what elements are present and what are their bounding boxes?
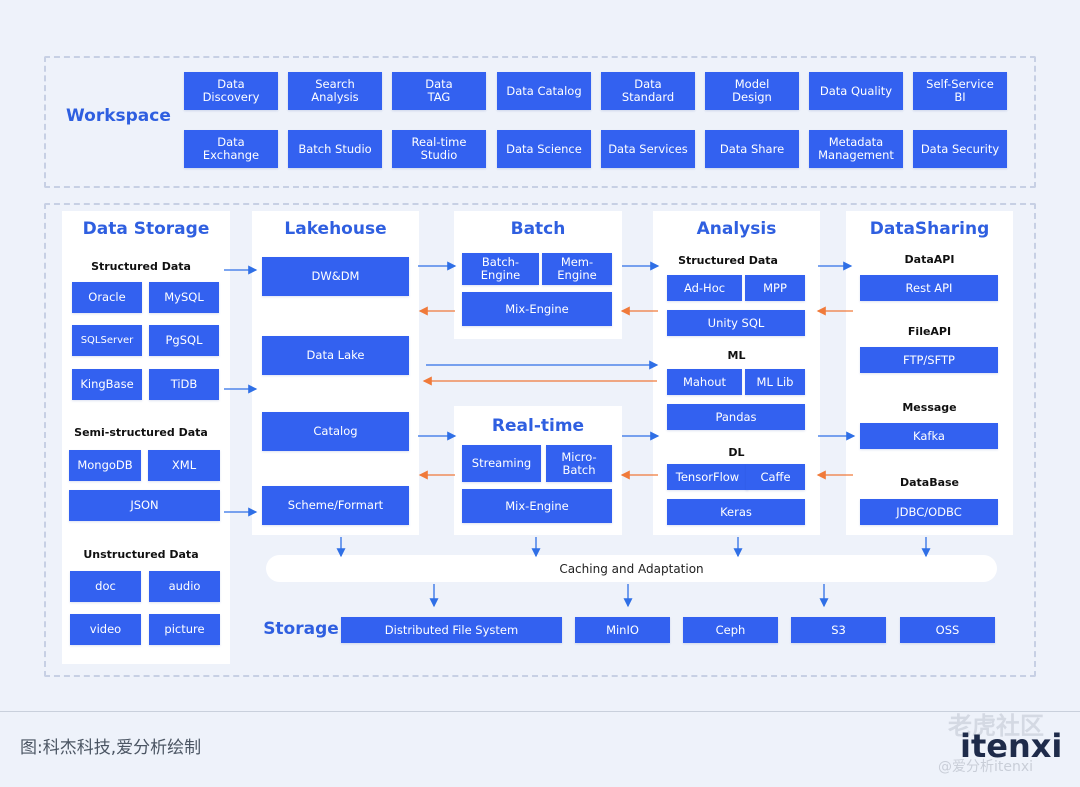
dw-dm-box: DW&DM xyxy=(262,257,409,296)
watermark-line3: @爱分析itenxi xyxy=(938,759,1034,775)
audio-box: audio xyxy=(149,571,220,602)
scheme-formart-box: Scheme/Formart xyxy=(262,486,409,525)
minio-box: MinIO xyxy=(575,617,670,643)
tidb-box: TiDB xyxy=(149,369,219,400)
pgsql-box: PgSQL xyxy=(149,325,219,356)
workspace-item-row2-0: Data Exchange xyxy=(184,130,278,168)
jdbc-odbc-box: JDBC/ODBC xyxy=(860,499,998,525)
footer-divider xyxy=(0,711,1080,712)
caffe-box: Caffe xyxy=(746,464,805,490)
batch-mix-engine-box: Mix-Engine xyxy=(462,292,612,326)
lakehouse-title: Lakehouse xyxy=(284,219,387,239)
message-label: Message xyxy=(902,401,957,414)
workspace-item-row1-0: Data Discovery xyxy=(184,72,278,110)
catalog-box: Catalog xyxy=(262,412,409,451)
analysis-title: Analysis xyxy=(696,219,777,239)
dl-label: DL xyxy=(728,446,745,459)
realtime-title: Real-time xyxy=(491,416,585,436)
workspace-item-row2-4: Data Services xyxy=(601,130,695,168)
distributed-fs-box: Distributed File System xyxy=(341,617,562,643)
workspace-item-row2-6: Metadata Management xyxy=(809,130,903,168)
mem-engine-box: Mem- Engine xyxy=(542,253,612,285)
workspace-item-row2-7: Data Security xyxy=(913,130,1007,168)
ml-label: ML xyxy=(727,349,746,362)
batch-engine-box: Batch- Engine xyxy=(462,253,539,285)
watermark-line1: 老虎社区 xyxy=(948,712,1044,740)
workspace-item-row1-5: Model Design xyxy=(705,72,799,110)
fileapi-label: FileAPI xyxy=(907,325,952,338)
workspace-item-row1-2: Data TAG xyxy=(392,72,486,110)
tensorflow-box: TensorFlow xyxy=(667,464,748,490)
workspace-item-row2-1: Batch Studio xyxy=(288,130,382,168)
doc-box: doc xyxy=(70,571,141,602)
datasharing-title: DataSharing xyxy=(869,219,990,239)
workspace-item-row2-5: Data Share xyxy=(705,130,799,168)
rest-api-box: Rest API xyxy=(860,275,998,301)
watermark-line2: itenxi xyxy=(960,727,1063,765)
batch-title: Batch xyxy=(510,219,566,239)
mahout-box: Mahout xyxy=(667,369,742,395)
json-box: JSON xyxy=(69,490,220,521)
workspace-item-row1-6: Data Quality xyxy=(809,72,903,110)
oss-box: OSS xyxy=(900,617,995,643)
data-storage-title: Data Storage xyxy=(82,219,210,239)
footer-caption: 图:科杰科技,爱分析绘制 xyxy=(20,738,202,758)
streaming-box: Streaming xyxy=(462,445,541,482)
semi-structured-label: Semi-structured Data xyxy=(74,426,208,439)
ad-hoc-box: Ad-Hoc xyxy=(667,275,742,301)
data-lake-box: Data Lake xyxy=(262,336,409,375)
micro-batch-box: Micro- Batch xyxy=(546,445,612,482)
datasharing-panel xyxy=(846,211,1013,535)
realtime-mix-engine-box: Mix-Engine xyxy=(462,489,612,523)
kafka-box: Kafka xyxy=(860,423,998,449)
unity-sql-box: Unity SQL xyxy=(667,310,805,336)
workspace-item-row1-4: Data Standard xyxy=(601,72,695,110)
workspace-item-row1-3: Data Catalog xyxy=(497,72,591,110)
mpp-box: MPP xyxy=(745,275,805,301)
pandas-box: Pandas xyxy=(667,404,805,430)
ceph-box: Ceph xyxy=(683,617,778,643)
mongodb-box: MongoDB xyxy=(69,450,141,481)
oracle-box: Oracle xyxy=(72,282,142,313)
dataapi-label: DataAPI xyxy=(904,253,955,266)
storage-row-label: Storage xyxy=(263,619,339,639)
s3-box: S3 xyxy=(791,617,886,643)
analysis-structured-label: Structured Data xyxy=(678,254,778,267)
architecture-frame xyxy=(44,203,1036,677)
mysql-box: MySQL xyxy=(149,282,219,313)
workspace-item-row1-7: Self-Service BI xyxy=(913,72,1007,110)
picture-box: picture xyxy=(149,614,220,645)
sqlserver-box: SQLServer xyxy=(72,325,142,356)
video-box: video xyxy=(70,614,141,645)
workspace-label: Workspace xyxy=(66,106,171,126)
ml-lib-box: ML Lib xyxy=(745,369,805,395)
kingbase-box: KingBase xyxy=(72,369,142,400)
workspace-item-row1-1: Search Analysis xyxy=(288,72,382,110)
workspace-frame xyxy=(44,56,1036,188)
keras-box: Keras xyxy=(667,499,805,525)
workspace-item-row2-3: Data Science xyxy=(497,130,591,168)
database-label: DataBase xyxy=(899,476,960,489)
unstructured-label: Unstructured Data xyxy=(83,548,199,561)
workspace-item-row2-2: Real-time Studio xyxy=(392,130,486,168)
structured-data-label: Structured Data xyxy=(91,260,191,273)
caching-adaptation-bar: Caching and Adaptation xyxy=(266,555,997,582)
xml-box: XML xyxy=(148,450,220,481)
ftp-sftp-box: FTP/SFTP xyxy=(860,347,998,373)
